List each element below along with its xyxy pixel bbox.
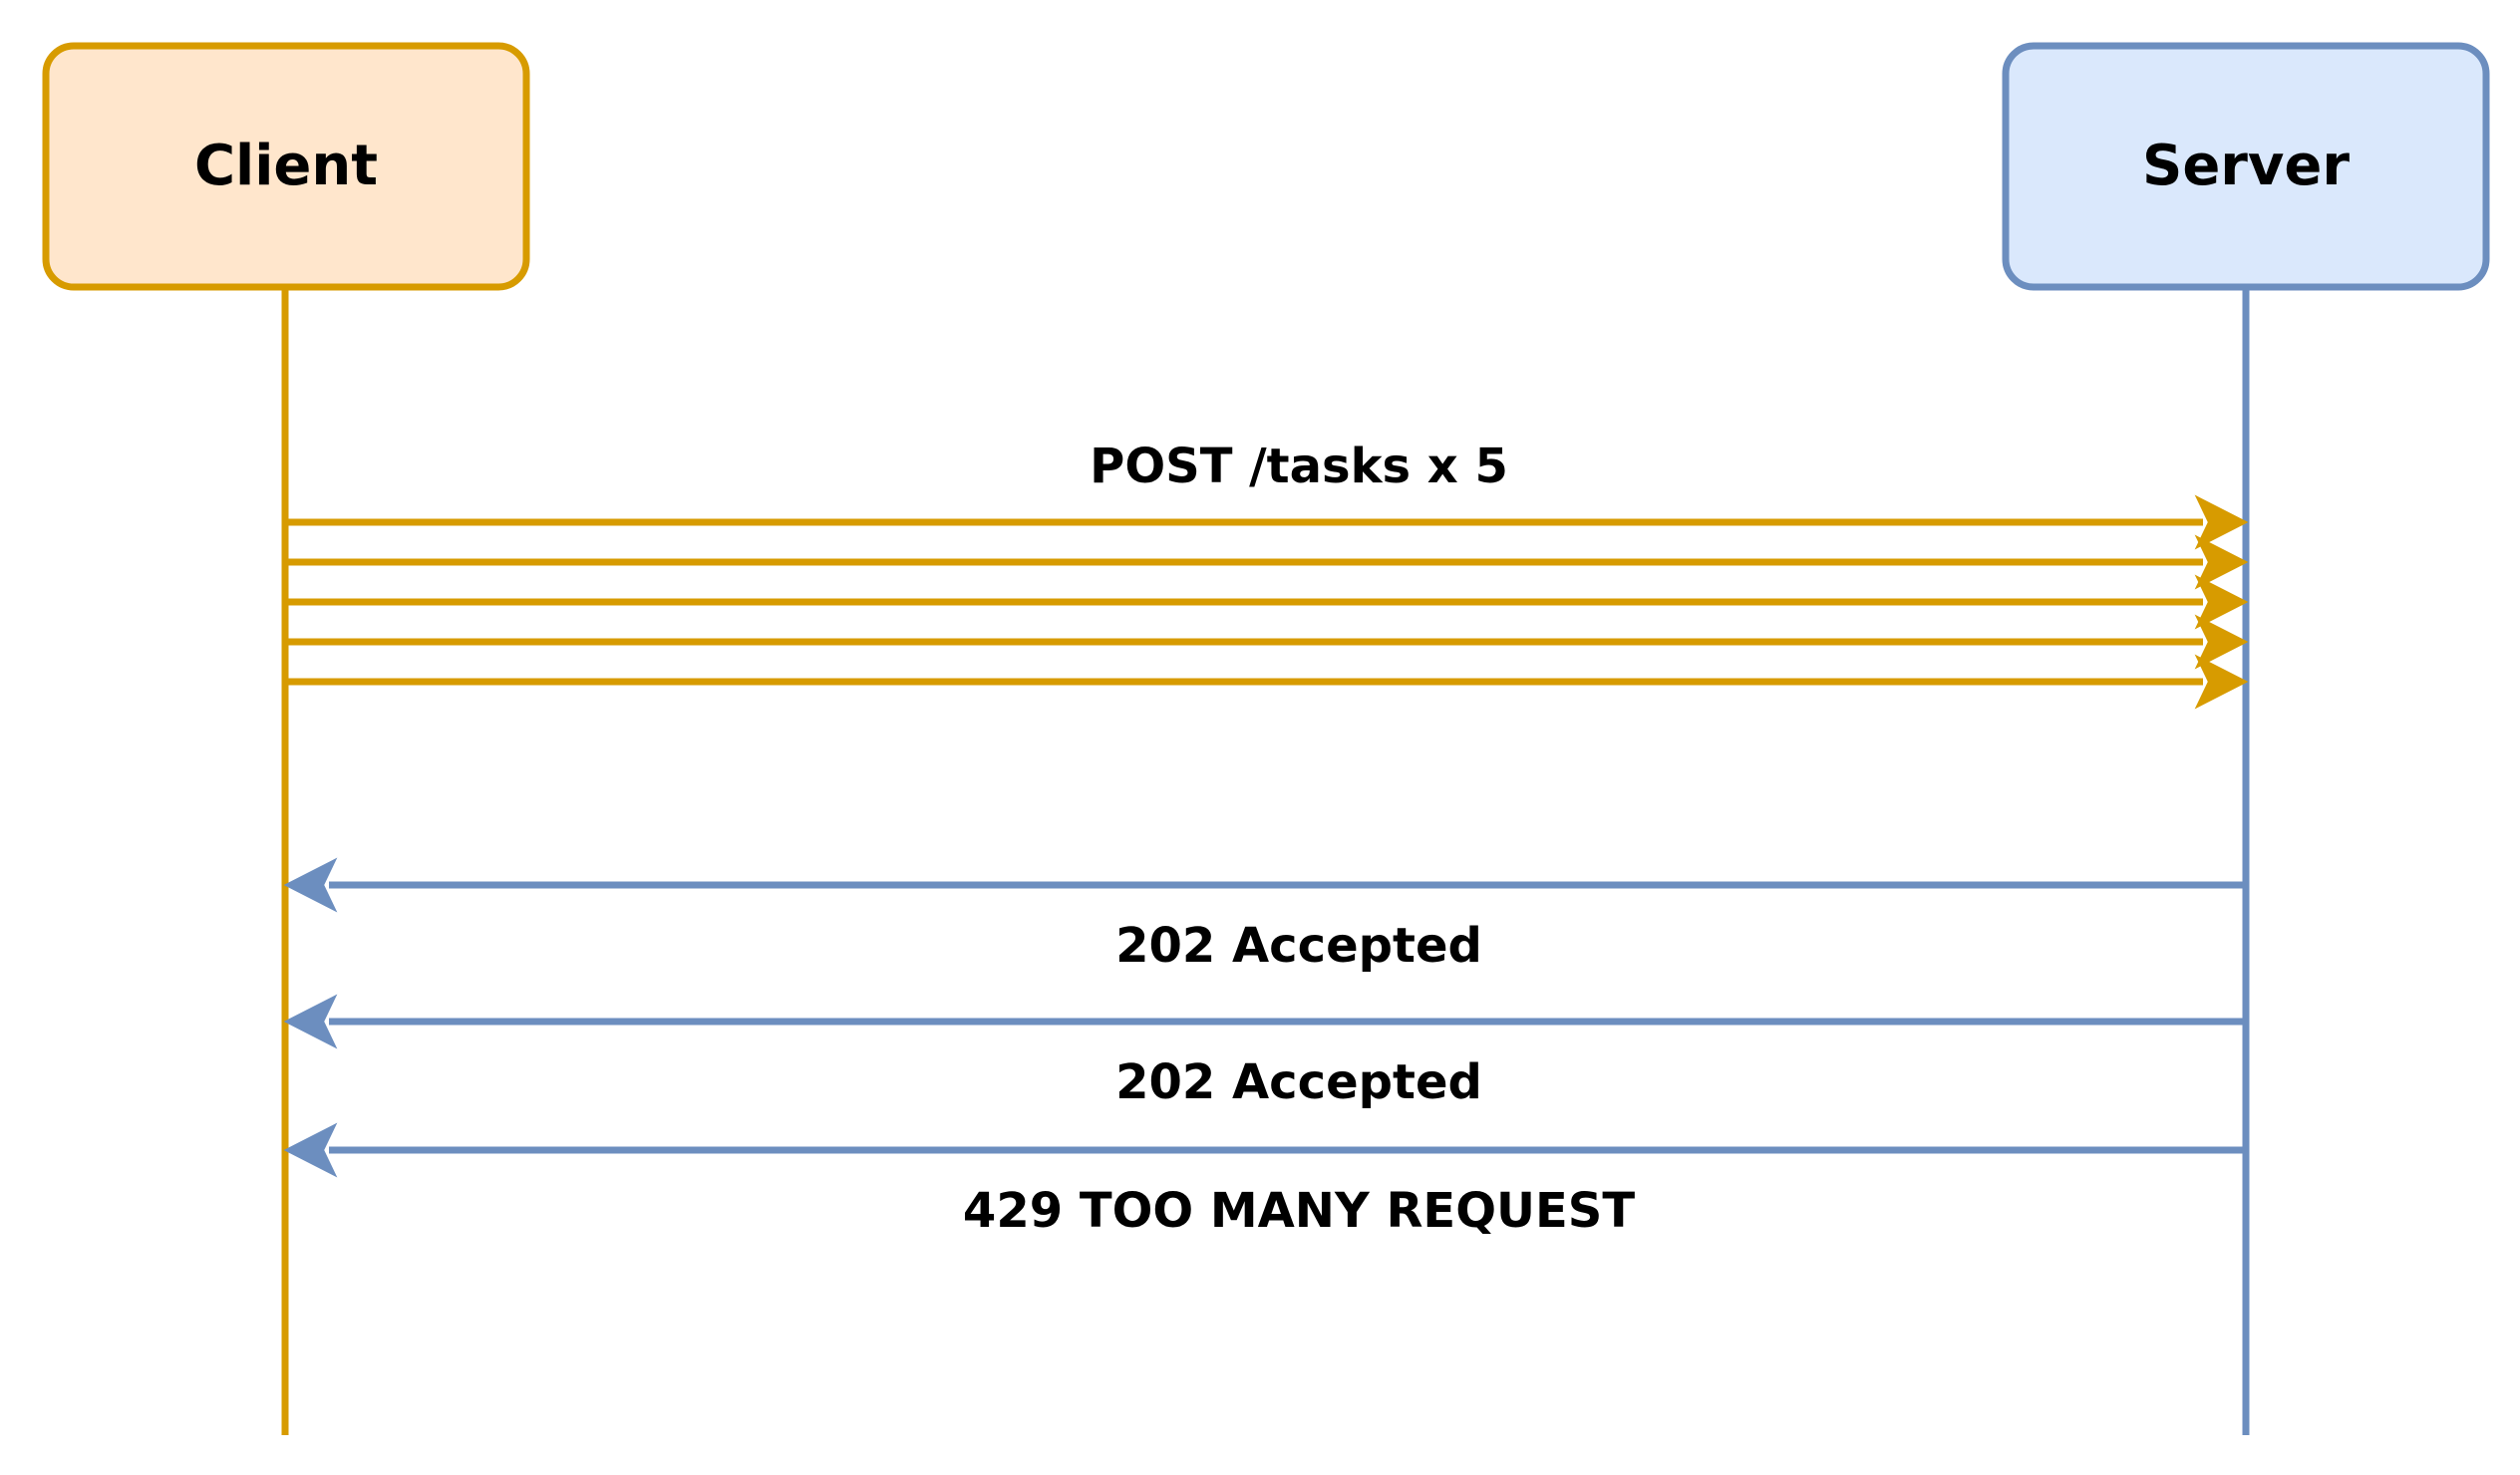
arrowhead-right-icon — [2194, 494, 2249, 550]
request-group-label: POST /tasks x 5 — [1090, 439, 1508, 494]
client-label: Client — [194, 134, 378, 198]
arrowhead-right-icon — [2194, 614, 2249, 670]
arrowhead-right-icon — [2194, 654, 2249, 710]
response-label: 429 TOO MANY REQUEST — [963, 1183, 1635, 1239]
response-label: 202 Accepted — [1115, 918, 1482, 974]
server-participant: Server — [2002, 42, 2490, 291]
response-message: 202 Accepted — [283, 994, 2246, 1110]
response-message: 202 Accepted — [283, 857, 2246, 974]
response-message: 429 TOO MANY REQUEST — [283, 1122, 2246, 1239]
server-label: Server — [2142, 134, 2350, 198]
arrowhead-left-icon — [283, 994, 338, 1049]
arrowhead-right-icon — [2194, 534, 2249, 590]
arrowhead-right-icon — [2194, 574, 2249, 630]
arrowhead-left-icon — [283, 1122, 338, 1178]
request-arrows — [285, 494, 2249, 710]
response-label: 202 Accepted — [1115, 1054, 1482, 1110]
client-participant: Client — [42, 42, 530, 291]
client-box — [42, 42, 530, 291]
server-box — [2002, 42, 2490, 291]
arrowhead-left-icon — [283, 857, 338, 913]
